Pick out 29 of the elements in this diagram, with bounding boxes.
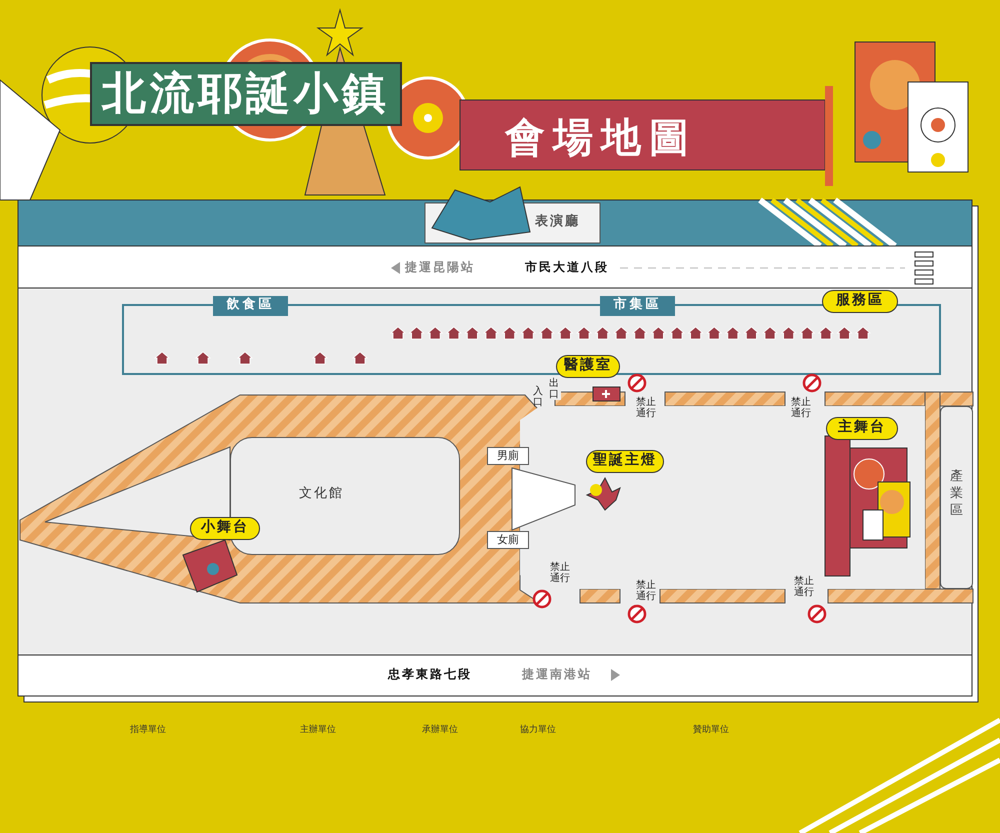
sponsor-role-label: 贊助單位 (693, 726, 729, 736)
callout-bubble: 聖誕主燈 (586, 450, 664, 473)
restroom-sign: 男廁 (487, 447, 529, 465)
gate-label: 出口 (549, 378, 561, 400)
event-title: 北流耶誕小鎮 (90, 62, 402, 126)
hall-label: 表演廳 (425, 203, 600, 243)
callout-bubble: 服務區 (822, 290, 898, 313)
station-name: 捷運昆陽站 (405, 261, 475, 274)
no-entry-label: 禁止通行 (794, 576, 815, 598)
sponsor-role-label: 指導單位 (130, 726, 166, 736)
no-entry-label: 禁止通行 (791, 397, 812, 419)
restroom-sign: 女廁 (487, 531, 529, 549)
sponsor-role-label: 承辦單位 (422, 726, 458, 736)
no-entry-label: 禁止通行 (550, 562, 571, 584)
road-name: 忠孝東路七段 (388, 668, 472, 682)
station-name: 捷運南港站 (522, 668, 592, 682)
zone-area: 產業區 (940, 406, 973, 589)
zone-tag: 市集區 (600, 296, 675, 316)
road-name: 市民大道八段 (525, 261, 609, 274)
gate-label: 入口 (533, 386, 544, 408)
no-entry-label: 禁止通行 (636, 580, 657, 602)
sponsor-role-label: 主辦單位 (300, 726, 336, 736)
no-entry-label: 禁止通行 (636, 397, 657, 419)
callout-bubble: 主舞台 (826, 417, 898, 440)
callout-bubble: 小舞台 (190, 517, 260, 540)
sponsor-role-label: 協力單位 (520, 726, 556, 736)
map-heading: 會場地圖 (505, 116, 697, 160)
zone-tag: 飲食區 (213, 296, 288, 316)
callout-bubble: 醫護室 (556, 355, 620, 378)
